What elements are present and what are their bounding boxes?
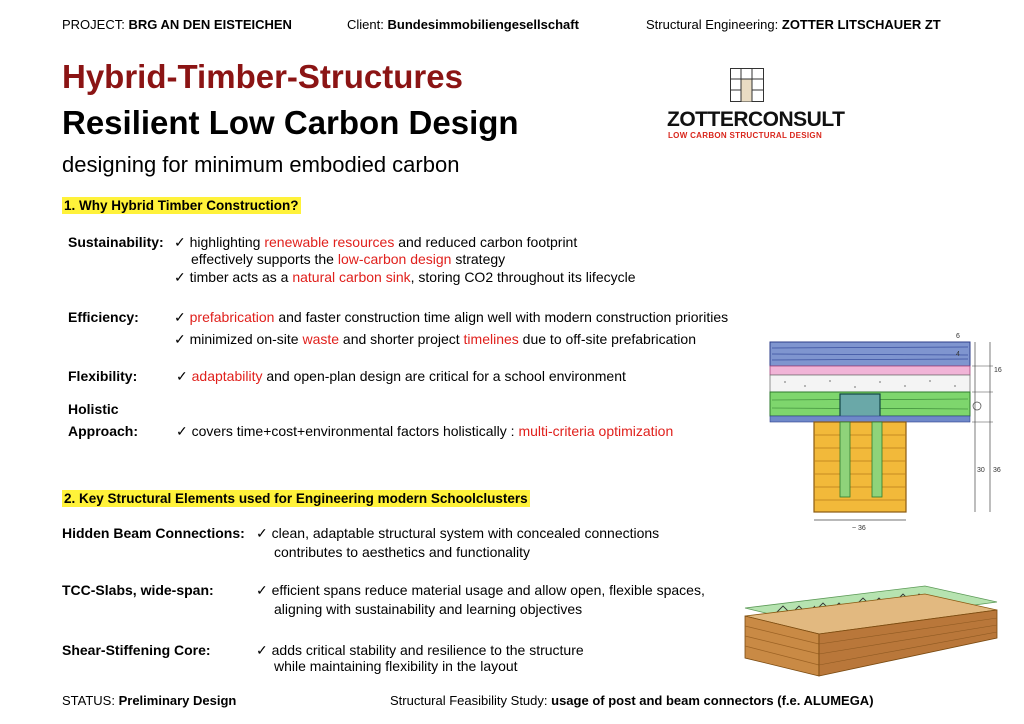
header-project: PROJECT: BRG AN DEN EISTEICHEN <box>62 17 292 32</box>
check-icon: ✓ <box>174 234 186 250</box>
dim-label-width: ~ 36 <box>852 525 866 532</box>
sustainability-line-2: effectively supports the low-carbon desi… <box>191 251 506 267</box>
label-flexibility: Flexibility: <box>68 368 138 384</box>
holistic-line-1: ✓ covers time+cost+environmental factors… <box>176 423 674 439</box>
check-icon: ✓ <box>176 368 188 384</box>
tcc-line-2: aligning with sustainability and learnin… <box>274 601 583 617</box>
logo-grid-icon <box>730 68 764 103</box>
dim-label-16: 16 <box>994 367 1002 374</box>
check-icon: ✓ <box>256 642 268 658</box>
efficiency-line-1: ✓ prefabrication and faster construction… <box>174 309 729 325</box>
label-approach: Approach: <box>68 423 138 439</box>
hidden-beam-line-1: ✓ clean, adaptable structural system wit… <box>256 525 660 541</box>
label-shear-core: Shear-Stiffening Core: <box>62 642 211 658</box>
section2-heading: 2. Key Structural Elements used for Engi… <box>62 490 530 507</box>
footer-feasibility-study: Structural Feasibility Study: usage of p… <box>390 693 874 708</box>
check-icon: ✓ <box>256 525 268 541</box>
efficiency-line-2: ✓ minimized on-site waste and shorter pr… <box>174 331 696 347</box>
shear-line-1: ✓ adds critical stability and resilience… <box>256 642 584 658</box>
hidden-beam-line-2: contributes to aesthetics and functional… <box>274 544 531 560</box>
label-efficiency: Efficiency: <box>68 309 139 325</box>
check-icon: ✓ <box>174 309 186 325</box>
dim-label-36: 36 <box>993 467 1001 474</box>
sustainability-line-1: ✓ highlighting renewable resources and r… <box>174 234 578 250</box>
flexibility-line-1: ✓ adaptability and open-plan design are … <box>176 368 626 384</box>
title-resilient-design: Resilient Low Carbon Design <box>62 104 519 141</box>
header-engineering: Structural Engineering: ZOTTER LITSCHAUE… <box>646 17 941 32</box>
check-icon: ✓ <box>256 582 268 598</box>
header-client: Client: Bundesimmobiliengesellschaft <box>347 17 579 32</box>
logo-name: ZOTTERCONSULT <box>667 108 845 131</box>
label-sustainability: Sustainability: <box>68 234 164 250</box>
label-holistic: Holistic <box>68 401 119 417</box>
footer-status: STATUS: Preliminary Design <box>62 693 237 708</box>
dim-label-4: 4 <box>956 351 960 358</box>
check-icon: ✓ <box>174 269 186 285</box>
label-hidden-beam: Hidden Beam Connections: <box>62 525 245 541</box>
tcc-line-1: ✓ efficient spans reduce material usage … <box>256 582 705 598</box>
title-hybrid-timber: Hybrid-Timber-Structures <box>62 58 463 95</box>
label-tcc-slabs: TCC-Slabs, wide-span: <box>62 582 214 598</box>
tcc-slab-3d-render <box>744 585 998 677</box>
hidden-beam-section-sketch: 6 4 16 30 36 ~ 36 <box>769 333 1002 532</box>
dim-label-30: 30 <box>977 467 985 474</box>
check-icon: ✓ <box>174 331 186 347</box>
dim-label-6: 6 <box>956 333 960 340</box>
shear-line-2: while maintaining flexibility in the lay… <box>274 658 518 674</box>
logo-subtitle: LOW CARBON STRUCTURAL DESIGN <box>668 131 823 140</box>
check-icon: ✓ <box>176 423 188 439</box>
section1-heading: 1. Why Hybrid Timber Construction? <box>62 197 301 214</box>
sustainability-line-3: ✓ timber acts as a natural carbon sink, … <box>174 269 636 285</box>
subtitle-embodied-carbon: designing for minimum embodied carbon <box>62 152 460 177</box>
